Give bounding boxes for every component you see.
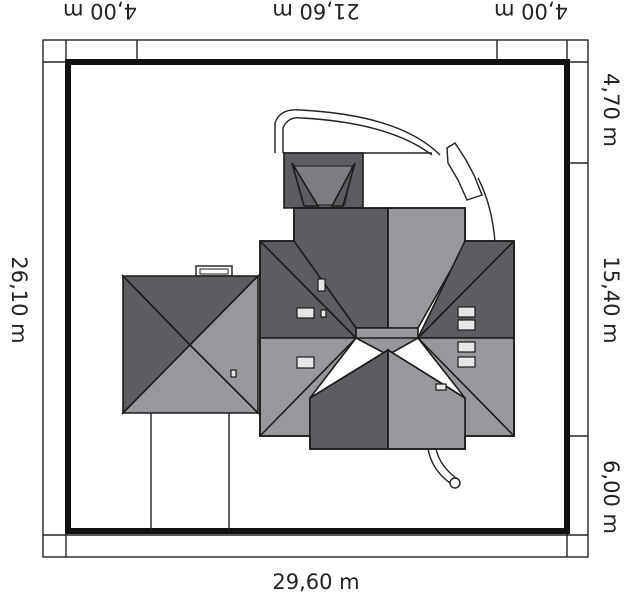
roof-window [457, 319, 476, 331]
dimension-label-top-right: 4,00 m [494, 0, 568, 23]
roof-window [435, 383, 447, 391]
dimension-label-right-bottom: 6,00 m [599, 460, 623, 534]
roof-window [320, 309, 327, 318]
entrance-walkway [427, 448, 461, 489]
dimension-label-right-middle: 15,40 m [599, 256, 623, 343]
roof-window [457, 341, 476, 353]
dimension-label-top-center: 21,60 m [272, 0, 359, 23]
roof-window [317, 278, 326, 292]
house-roof [259, 152, 515, 450]
roof-window [457, 306, 476, 318]
dimension-label-top-left: 4,00 m [63, 0, 137, 23]
driveway [150, 413, 230, 531]
garage-roof [121, 265, 260, 415]
roof-window [457, 356, 476, 368]
roof-window [296, 307, 315, 319]
plot-boundary [65, 59, 570, 534]
roof-window [296, 356, 315, 369]
dimension-label-left: 26,10 m [7, 256, 31, 343]
dimension-label-bottom: 29,60 m [272, 570, 359, 594]
dimension-label-right-top: 4,70 m [599, 73, 623, 147]
